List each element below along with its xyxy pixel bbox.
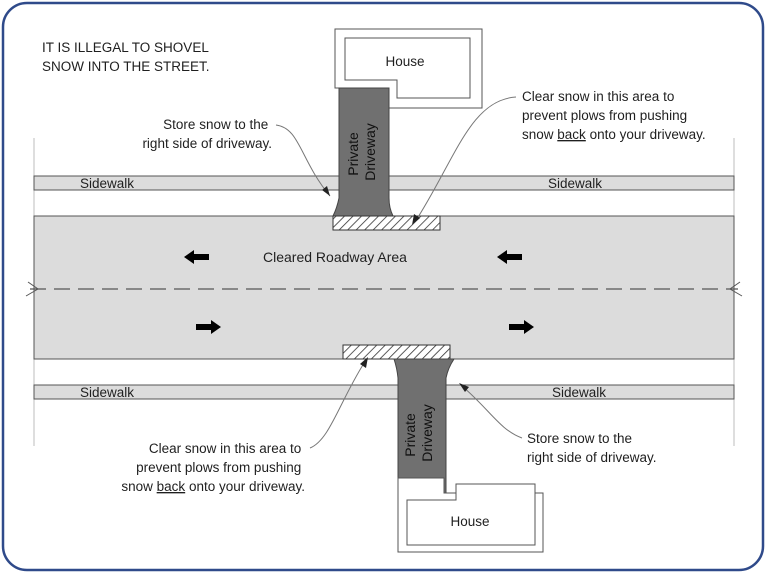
note-store-top: Store snow to the right side of driveway… — [142, 117, 272, 151]
sidewalk-label: Sidewalk — [548, 176, 602, 191]
leader-clear-bottom — [309, 359, 367, 449]
leader-store-top — [275, 124, 331, 197]
leader-arrowhead — [459, 383, 469, 392]
note-clear-bottom: Clear snow in this area to prevent plows… — [121, 441, 305, 494]
house-label-bottom: House — [450, 514, 489, 529]
arrow-right-icon — [509, 320, 534, 334]
clear-area-top — [332, 215, 441, 231]
sidewalk-label: Sidewalk — [552, 385, 606, 400]
house-bottom — [406, 483, 536, 546]
house-top — [344, 37, 471, 99]
leader-arrowhead — [412, 214, 420, 225]
note-clear-top: Clear snow in this area to prevent plows… — [522, 89, 706, 142]
leader-arrowhead — [360, 357, 368, 368]
sidewalk-label: Sidewalk — [80, 385, 134, 400]
leader-arrowhead — [322, 186, 330, 196]
house-label-top: House — [385, 54, 424, 69]
sidewalk-label: Sidewalk — [80, 176, 134, 191]
note-store-bottom: Store snow to the right side of driveway… — [527, 431, 657, 465]
break-mark-right — [729, 281, 743, 297]
roadway — [33, 215, 735, 360]
break-mark-left — [25, 281, 39, 297]
arrow-right-icon — [196, 320, 221, 334]
driveway-label-bottom: Private Driveway — [402, 404, 435, 462]
sidewalk-bottom — [33, 384, 735, 400]
leader-store-bottom — [461, 385, 523, 439]
driveway-label-top: Private Driveway — [345, 123, 378, 181]
arrow-left-icon — [497, 250, 522, 264]
leader-clear-top — [414, 96, 517, 223]
roadway-label: Cleared Roadway Area — [263, 249, 407, 265]
clear-area-bottom — [342, 344, 451, 360]
warning-title: IT IS ILLEGAL TO SHOVEL SNOW INTO THE ST… — [42, 40, 212, 74]
arrow-left-icon — [184, 250, 209, 264]
